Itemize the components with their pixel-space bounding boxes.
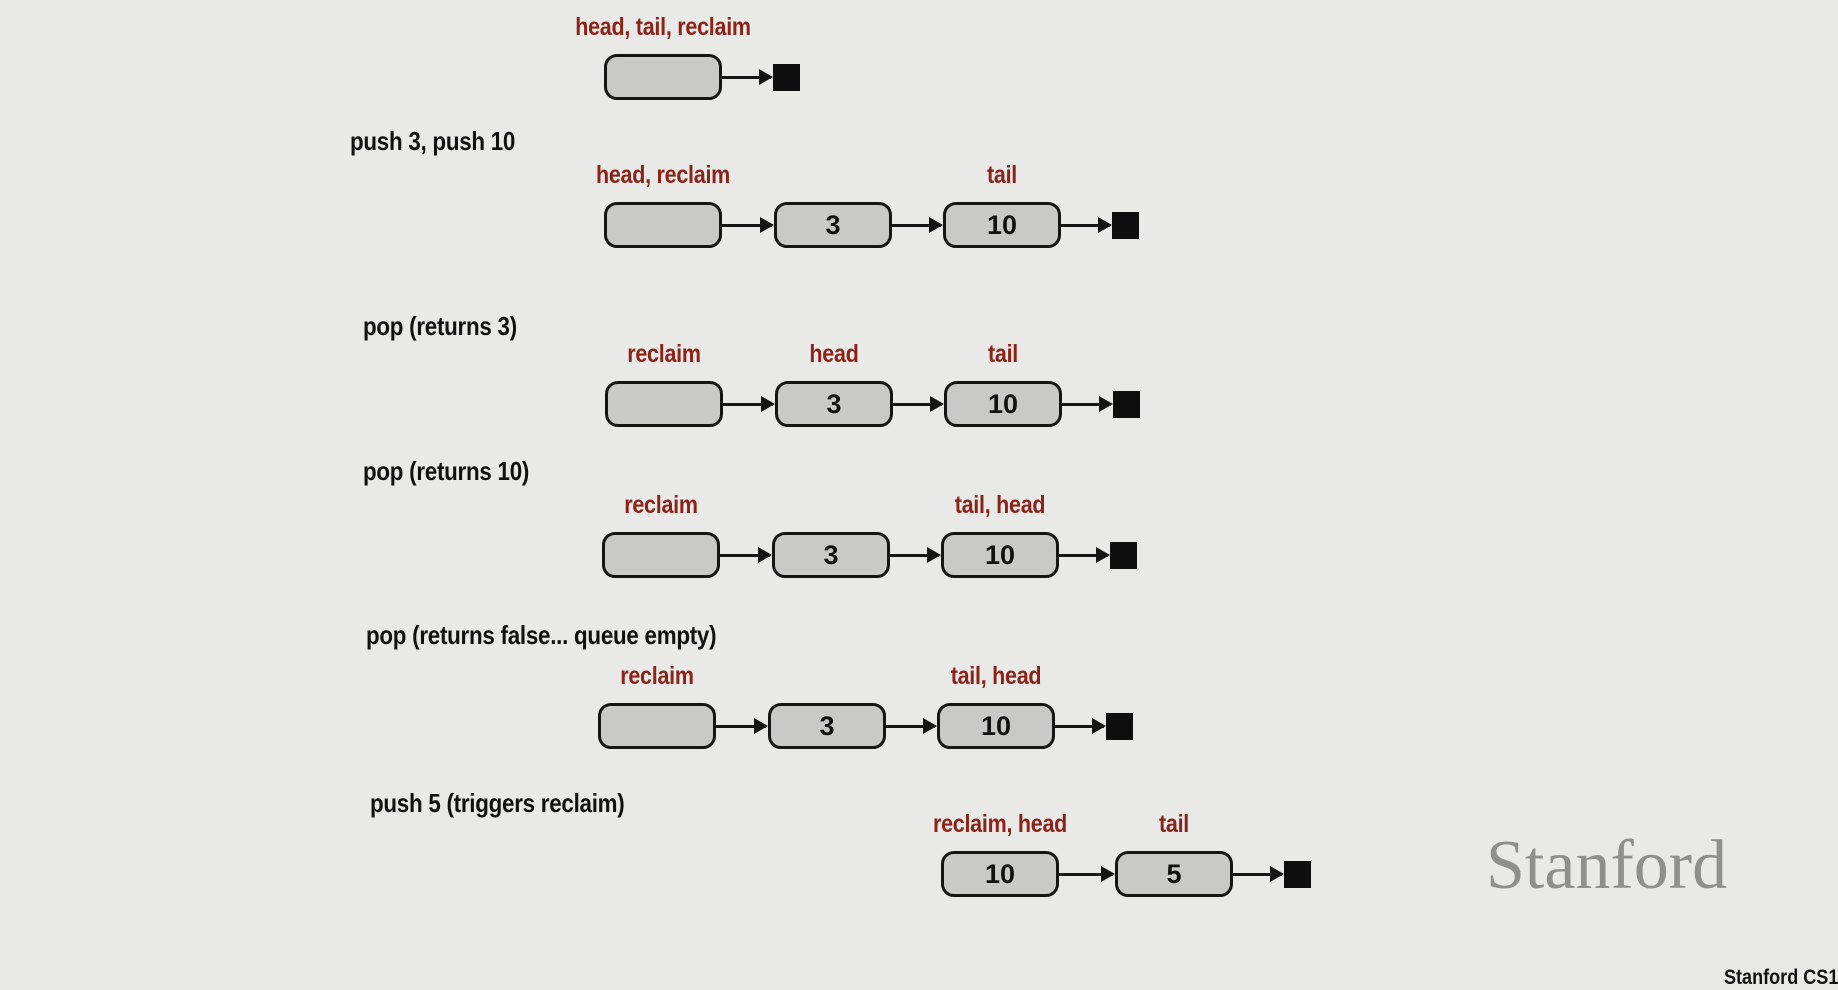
step-caption: pop (returns 10) — [363, 456, 530, 486]
dummy-node — [598, 703, 716, 749]
next-pointer-arrow — [722, 217, 774, 233]
pointer-label: head, reclaim — [595, 161, 731, 189]
null-terminator — [773, 63, 800, 91]
list-node: 10 — [941, 851, 1059, 897]
pointer-label: reclaim — [627, 340, 701, 368]
next-pointer-arrow — [892, 217, 943, 233]
next-pointer-arrow — [722, 69, 773, 85]
list-node: 10 — [943, 202, 1061, 248]
step-caption: pop (returns false... queue empty) — [366, 620, 717, 650]
pointer-label: head, tail, reclaim — [575, 13, 751, 41]
pointer-label: tail — [986, 161, 1018, 189]
stanford-logo: Stanford — [1486, 827, 1728, 904]
pointer-label: head — [809, 340, 859, 368]
pointer-label: tail — [987, 340, 1019, 368]
next-pointer-arrow — [1061, 217, 1112, 233]
null-terminator — [1112, 211, 1139, 239]
pointer-label: tail, head — [954, 491, 1046, 519]
list-node: 3 — [768, 703, 886, 749]
footer-text: Stanford CS1 — [1724, 966, 1838, 989]
next-pointer-arrow — [720, 547, 772, 563]
step-caption: push 3, push 10 — [350, 126, 516, 156]
dummy-node — [604, 202, 722, 248]
list-node: 3 — [772, 532, 890, 578]
list-node: 5 — [1115, 851, 1233, 897]
next-pointer-arrow — [893, 396, 944, 412]
next-pointer-arrow — [1233, 866, 1284, 882]
null-terminator — [1106, 712, 1133, 740]
list-node: 3 — [775, 381, 893, 427]
next-pointer-arrow — [890, 547, 941, 563]
pointer-label: reclaim — [624, 491, 698, 519]
next-pointer-arrow — [1055, 718, 1106, 734]
next-pointer-arrow — [1059, 866, 1115, 882]
next-pointer-arrow — [716, 718, 768, 734]
list-node: 10 — [941, 532, 1059, 578]
next-pointer-arrow — [1062, 396, 1113, 412]
list-node: 3 — [774, 202, 892, 248]
null-terminator — [1113, 390, 1140, 418]
pointer-label: reclaim — [620, 662, 694, 690]
list-node: 10 — [937, 703, 1055, 749]
next-pointer-arrow — [723, 396, 775, 412]
next-pointer-arrow — [886, 718, 937, 734]
step-caption: push 5 (triggers reclaim) — [370, 788, 625, 818]
pointer-label: tail — [1158, 810, 1190, 838]
list-node: 10 — [944, 381, 1062, 427]
pointer-label: reclaim, head — [932, 810, 1068, 838]
null-terminator — [1284, 860, 1311, 888]
dummy-node — [602, 532, 720, 578]
dummy-node — [604, 54, 722, 100]
null-terminator — [1110, 541, 1137, 569]
pointer-label: tail, head — [950, 662, 1042, 690]
next-pointer-arrow — [1059, 547, 1110, 563]
step-caption: pop (returns 3) — [363, 311, 517, 341]
dummy-node — [605, 381, 723, 427]
